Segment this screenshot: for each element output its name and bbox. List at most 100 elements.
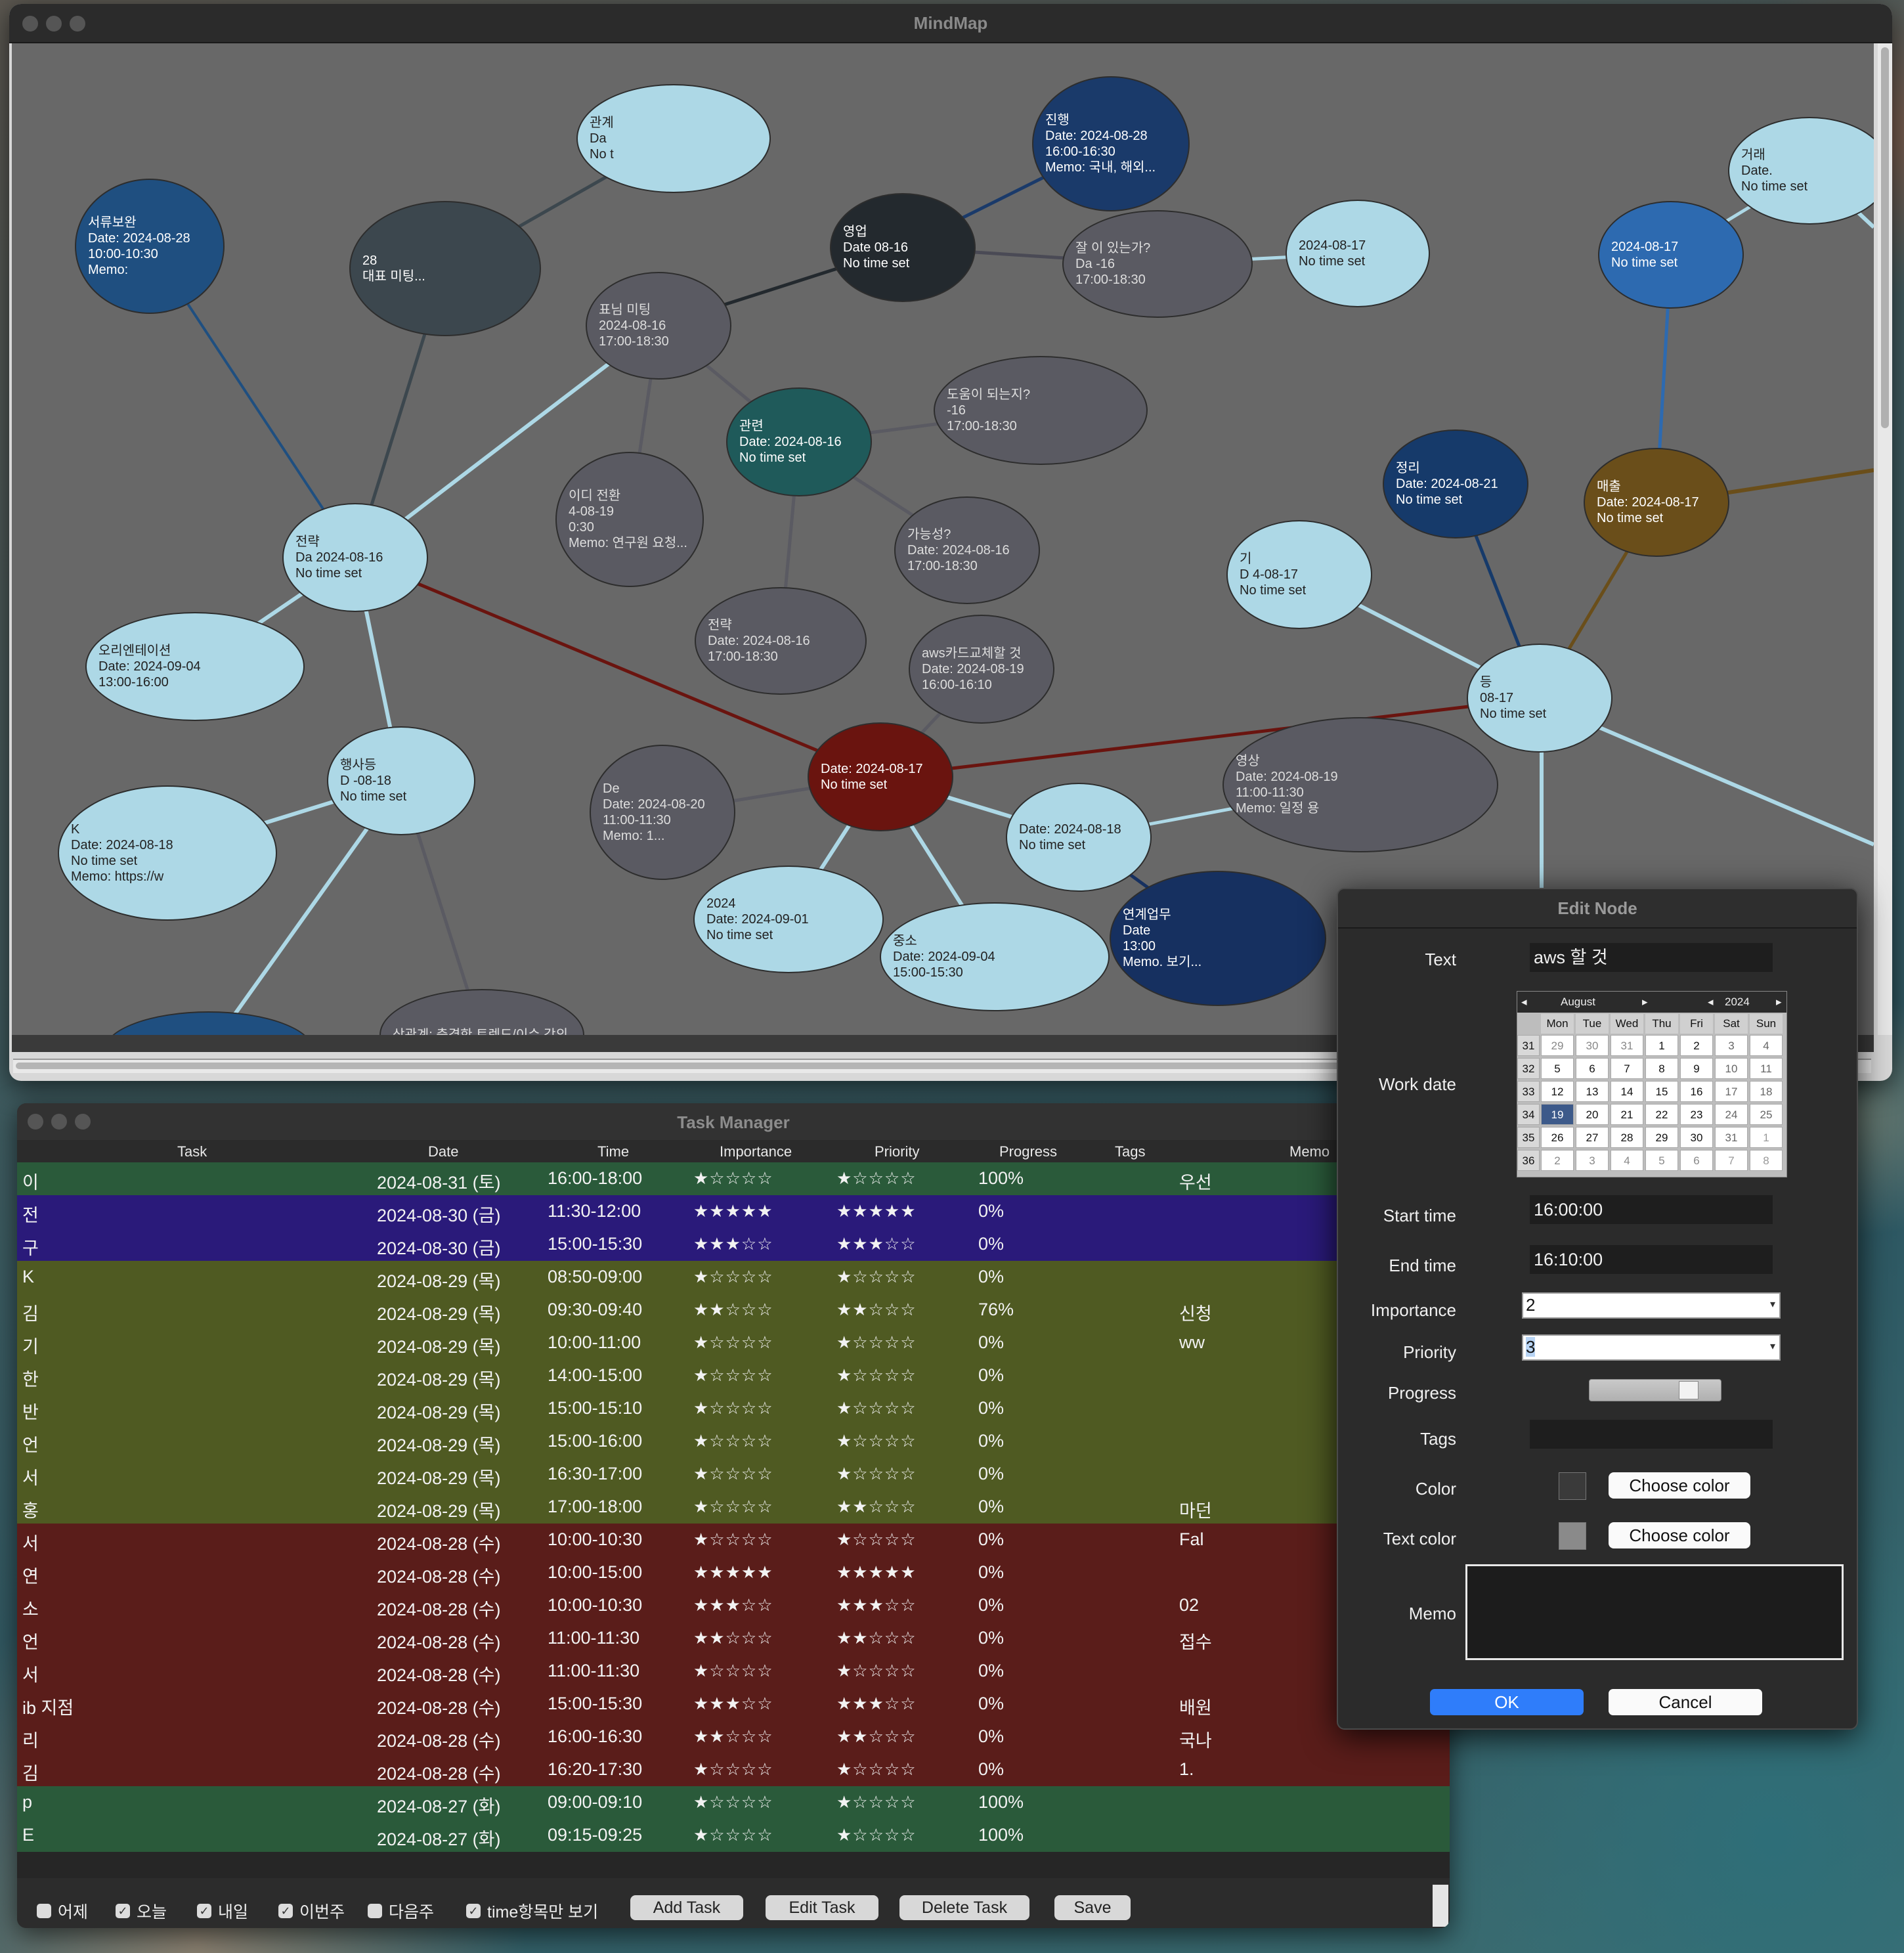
- filter-checkbox[interactable]: ✓오늘: [116, 1899, 167, 1923]
- calendar-day[interactable]: 16: [1680, 1081, 1713, 1102]
- filter-checkbox[interactable]: ✓내일: [197, 1899, 248, 1923]
- delete-task-button[interactable]: Delete Task: [899, 1895, 1029, 1920]
- calendar-day[interactable]: 20: [1576, 1104, 1609, 1125]
- column-header-progress[interactable]: Progress: [999, 1143, 1058, 1160]
- calendar-day[interactable]: 1: [1645, 1035, 1678, 1056]
- calendar-day[interactable]: 7: [1611, 1058, 1643, 1079]
- calendar-day[interactable]: 4: [1611, 1150, 1643, 1171]
- calendar-day[interactable]: 12: [1541, 1081, 1574, 1102]
- progress-slider[interactable]: [1589, 1379, 1721, 1401]
- minimize-window-button[interactable]: [46, 16, 62, 32]
- scroll-thumb[interactable]: [16, 1063, 1848, 1069]
- save-button[interactable]: Save: [1054, 1895, 1131, 1920]
- zoom-window-button[interactable]: [70, 16, 85, 32]
- calendar-day[interactable]: 25: [1750, 1104, 1783, 1125]
- calendar-day[interactable]: 26: [1541, 1127, 1574, 1148]
- next-year-icon[interactable]: ▸: [1776, 996, 1782, 1008]
- filter-checkbox[interactable]: ✓이번주: [278, 1899, 345, 1923]
- checkbox-icon[interactable]: [37, 1904, 51, 1918]
- end-time-input[interactable]: 16:10:00: [1530, 1245, 1773, 1274]
- zoom-window-button[interactable]: [75, 1114, 91, 1130]
- next-month-icon[interactable]: ▸: [1642, 996, 1648, 1008]
- calendar-day[interactable]: 7: [1715, 1150, 1748, 1171]
- add-task-button[interactable]: Add Task: [630, 1895, 743, 1920]
- column-header-date[interactable]: Date: [428, 1143, 459, 1160]
- calendar-day[interactable]: 30: [1576, 1035, 1609, 1056]
- filter-checkbox[interactable]: 다음주: [368, 1899, 434, 1923]
- calendar-day[interactable]: 8: [1750, 1150, 1783, 1171]
- column-header-tags[interactable]: Tags: [1115, 1143, 1146, 1160]
- memo-textarea[interactable]: [1465, 1564, 1844, 1660]
- calendar-day[interactable]: 14: [1611, 1081, 1643, 1102]
- checkmark-icon[interactable]: ✓: [278, 1904, 293, 1918]
- calendar-day[interactable]: 31: [1715, 1127, 1748, 1148]
- calendar-day[interactable]: 6: [1576, 1058, 1609, 1079]
- column-header-importance[interactable]: Importance: [720, 1143, 792, 1160]
- choose-color-button[interactable]: Choose color: [1609, 1472, 1750, 1499]
- calendar-day[interactable]: 15: [1645, 1081, 1678, 1102]
- ok-button[interactable]: OK: [1430, 1689, 1584, 1715]
- prev-month-icon[interactable]: ◂: [1521, 996, 1527, 1008]
- checkmark-icon[interactable]: ✓: [197, 1904, 211, 1918]
- calendar-day[interactable]: 2: [1541, 1150, 1574, 1171]
- column-header-memo[interactable]: Memo: [1289, 1143, 1330, 1160]
- calendar-day[interactable]: 18: [1750, 1081, 1783, 1102]
- choose-text-color-button[interactable]: Choose color: [1609, 1522, 1750, 1548]
- column-header-priority[interactable]: Priority: [875, 1143, 920, 1160]
- calendar-day[interactable]: 8: [1645, 1058, 1678, 1079]
- mindmap-vertical-scrollbar[interactable]: [1878, 43, 1892, 1035]
- minimize-window-button[interactable]: [51, 1114, 67, 1130]
- checkmark-icon[interactable]: ✓: [466, 1904, 481, 1918]
- calendar-day[interactable]: 22: [1645, 1104, 1678, 1125]
- calendar-day[interactable]: 10: [1715, 1058, 1748, 1079]
- cancel-button[interactable]: Cancel: [1609, 1689, 1762, 1715]
- importance-select[interactable]: 2 ▾: [1522, 1292, 1781, 1319]
- calendar-day[interactable]: 6: [1680, 1150, 1713, 1171]
- calendar-day[interactable]: 17: [1715, 1081, 1748, 1102]
- calendar-day[interactable]: 13: [1576, 1081, 1609, 1102]
- calendar-day[interactable]: 27: [1576, 1127, 1609, 1148]
- close-window-button[interactable]: [22, 16, 38, 32]
- calendar-day[interactable]: 5: [1541, 1058, 1574, 1079]
- task-table-scrollbar[interactable]: [1433, 1885, 1448, 1927]
- start-time-input[interactable]: 16:00:00: [1530, 1195, 1773, 1224]
- calendar-day[interactable]: 3: [1576, 1150, 1609, 1171]
- column-header-time[interactable]: Time: [597, 1143, 630, 1160]
- calendar-day[interactable]: 31: [1611, 1035, 1643, 1056]
- calendar-day[interactable]: 19: [1541, 1104, 1574, 1125]
- calendar-day[interactable]: 29: [1541, 1035, 1574, 1056]
